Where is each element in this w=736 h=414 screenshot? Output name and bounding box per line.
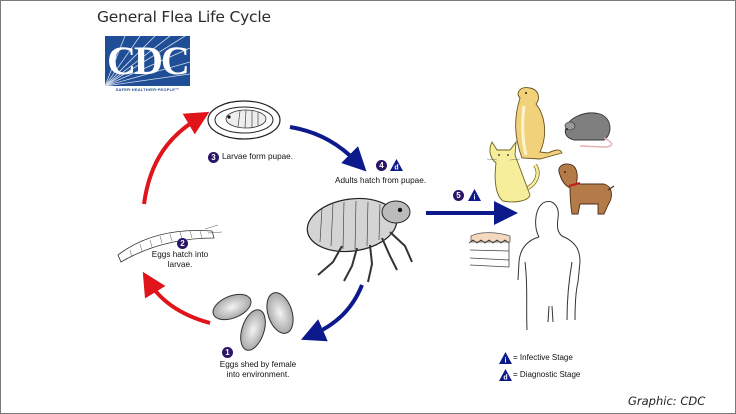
cdc-tagline: SAFER·HEALTHIER·PEOPLE™ bbox=[115, 87, 180, 92]
stage-1-label-line2: into environment. bbox=[226, 370, 290, 379]
diagnostic-stage-marker: d bbox=[390, 159, 403, 171]
stage-3-badge: 3 bbox=[208, 152, 219, 163]
infective-stage-marker: i bbox=[468, 189, 481, 201]
arrow-adult-to-eggs bbox=[300, 284, 364, 342]
cat-illustration bbox=[486, 140, 540, 203]
prairie-dog-illustration bbox=[515, 87, 563, 160]
svg-text:i: i bbox=[474, 195, 476, 202]
arrow-larvae-to-pupae bbox=[142, 111, 210, 205]
svg-text:d: d bbox=[394, 165, 398, 172]
legend-infective-marker: i bbox=[499, 352, 512, 364]
cdc-logo: CDC SAFER·HEALTHIER·PEOPLE™ bbox=[105, 36, 190, 93]
pupa-illustration bbox=[207, 100, 281, 140]
adult-flea-illustration bbox=[306, 197, 413, 283]
rat-illustration bbox=[564, 112, 613, 148]
stage-2-label: Eggs hatch into larvae. bbox=[140, 250, 220, 270]
dog-illustration bbox=[558, 163, 615, 215]
human-host-illustration bbox=[517, 201, 581, 331]
stage-5-badge: 5 bbox=[453, 190, 464, 201]
larva-illustration bbox=[117, 224, 223, 263]
stage-4-badge: 4 bbox=[376, 160, 387, 171]
stage-4-label: Adults hatch from pupae. bbox=[335, 176, 427, 185]
graphic-credit: Graphic: CDC bbox=[628, 394, 706, 408]
diagram-title: General Flea Life Cycle bbox=[97, 8, 271, 26]
legend-infective-label: = Infective Stage bbox=[513, 353, 573, 362]
stage-2-badge: 2 bbox=[177, 238, 188, 249]
eggs-illustration bbox=[212, 292, 294, 351]
stage-2-label-line2: larvae. bbox=[167, 260, 193, 269]
legend-diagnostic-label: = Diagnostic Stage bbox=[513, 370, 581, 379]
stage-1-label: Eggs shed by female into environment. bbox=[208, 360, 308, 380]
stage-3-label: Larvae form pupae. bbox=[222, 152, 294, 161]
arrow-pupae-to-adult bbox=[289, 125, 367, 172]
skin-sample-illustration bbox=[468, 232, 511, 268]
stage-2-label-line1: Eggs hatch into bbox=[151, 250, 209, 259]
legend-diagnostic-marker: d bbox=[499, 369, 512, 381]
arrow-eggs-to-larvae bbox=[142, 271, 211, 325]
cdc-logo-rays bbox=[105, 36, 190, 86]
svg-text:d: d bbox=[503, 375, 507, 382]
stage-1-badge: 1 bbox=[222, 347, 233, 358]
cdc-logo-box: CDC bbox=[105, 36, 190, 86]
svg-text:i: i bbox=[505, 358, 507, 365]
cdc-logo-text: CDC bbox=[107, 38, 190, 83]
stage-1-label-line1: Eggs shed by female bbox=[219, 360, 297, 369]
